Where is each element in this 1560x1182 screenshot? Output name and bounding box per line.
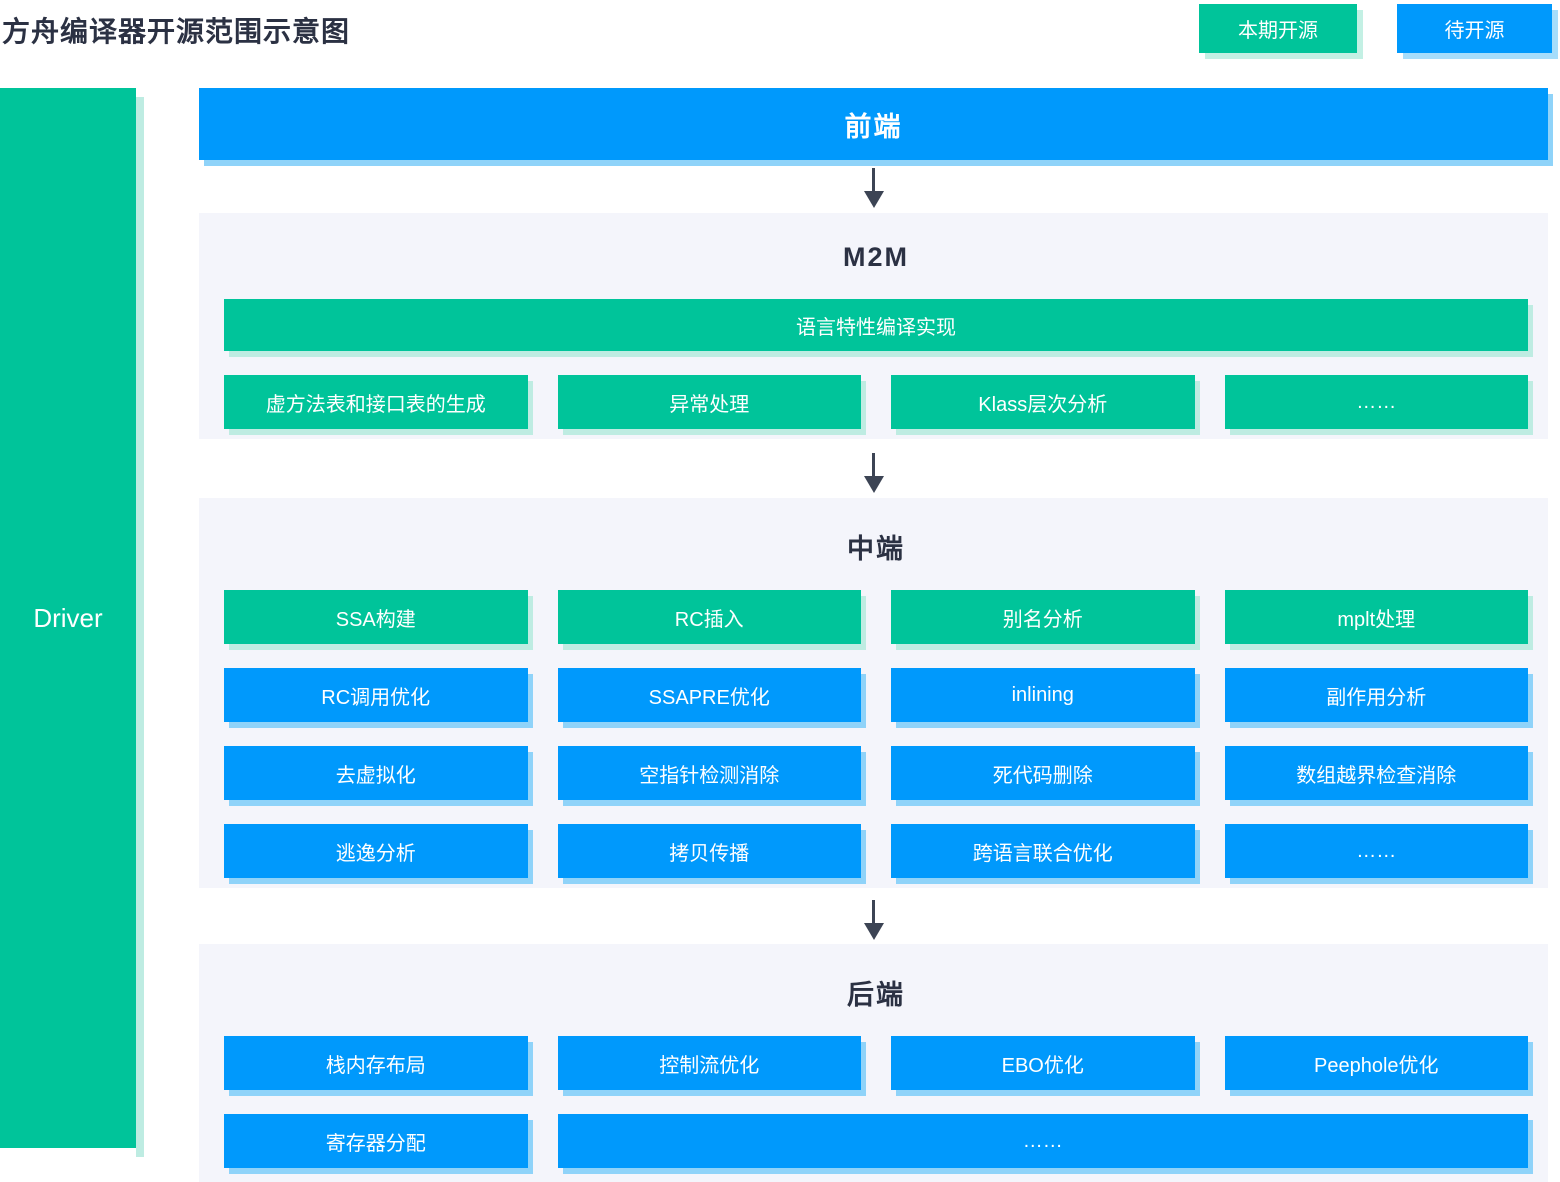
legend-to-be-open-badge: 待开源 (1397, 4, 1552, 53)
module-box: 控制流优化 (557, 1036, 861, 1090)
arrow-head (863, 191, 884, 208)
module-box: 逃逸分析 (224, 824, 528, 878)
arrow-down-icon (863, 900, 884, 940)
backend-box-grid: 栈内存布局 控制流优化 EBO优化 Peephole优化 寄存器分配 …… (224, 1036, 1528, 1168)
m2m-title: M2M (843, 242, 909, 272)
module-box: inlining (891, 668, 1195, 722)
legend-open-this-phase-badge: 本期开源 (1199, 4, 1357, 53)
module-box: …… (557, 1114, 1528, 1168)
module-box: 去虚拟化 (224, 746, 528, 800)
arrow-head (863, 476, 884, 493)
module-box: 跨语言联合优化 (891, 824, 1195, 878)
module-box: …… (1224, 375, 1528, 429)
middle-end-box-grid: SSA构建 RC插入 别名分析 mplt处理 RC调用优化 SSAPRE优化 i… (224, 590, 1528, 878)
module-box: 死代码删除 (891, 746, 1195, 800)
arrow-shaft (872, 900, 875, 923)
module-box: 副作用分析 (1224, 668, 1528, 722)
module-box: Peephole优化 (1224, 1036, 1528, 1090)
module-box: 数组越界检查消除 (1224, 746, 1528, 800)
module-box: SSA构建 (224, 590, 528, 644)
module-box: 寄存器分配 (224, 1114, 528, 1168)
module-box: 栈内存布局 (224, 1036, 528, 1090)
module-box: …… (1224, 824, 1528, 878)
middle-end-title: 中端 (847, 534, 905, 564)
module-box: 虚方法表和接口表的生成 (224, 375, 528, 429)
module-box: RC调用优化 (224, 668, 528, 722)
m2m-wide-bar: 语言特性编译实现 (224, 299, 1528, 351)
module-box: 别名分析 (891, 590, 1195, 644)
backend-panel: 后端 栈内存布局 控制流优化 EBO优化 Peephole优化 寄存器分配 …… (199, 944, 1548, 1182)
driver-bar: Driver (0, 88, 144, 1157)
module-box: 空指针检测消除 (557, 746, 861, 800)
module-box: 异常处理 (557, 375, 861, 429)
frontend-banner: 前端 (199, 88, 1548, 160)
arrow-shaft (872, 168, 875, 191)
arrow-down-icon (863, 168, 884, 208)
m2m-panel: M2M 语言特性编译实现 虚方法表和接口表的生成 异常处理 Klass层次分析 … (199, 213, 1548, 439)
module-box: 拷贝传播 (557, 824, 861, 878)
module-box: SSAPRE优化 (557, 668, 861, 722)
driver-label: Driver (33, 602, 103, 633)
arrow-shaft (872, 453, 875, 476)
diagram-main: 前端 M2M 语言特性编译实现 虚方法表和接口表的生成 异常处理 Klass层次… (199, 88, 1548, 1182)
frontend-title: 前端 (844, 111, 903, 142)
backend-title: 后端 (847, 980, 905, 1010)
diagram-title: 方舟编译器开源范围示意图 (2, 16, 351, 47)
middle-end-panel: 中端 SSA构建 RC插入 别名分析 mplt处理 RC调用优化 SSAPRE优… (199, 498, 1548, 888)
module-box: mplt处理 (1224, 590, 1528, 644)
m2m-box-row: 虚方法表和接口表的生成 异常处理 Klass层次分析 …… (224, 375, 1528, 429)
arrow-down-icon (863, 453, 884, 493)
module-box: Klass层次分析 (891, 375, 1195, 429)
module-box: EBO优化 (891, 1036, 1195, 1090)
arrow-head (863, 923, 884, 940)
module-box: RC插入 (557, 590, 861, 644)
